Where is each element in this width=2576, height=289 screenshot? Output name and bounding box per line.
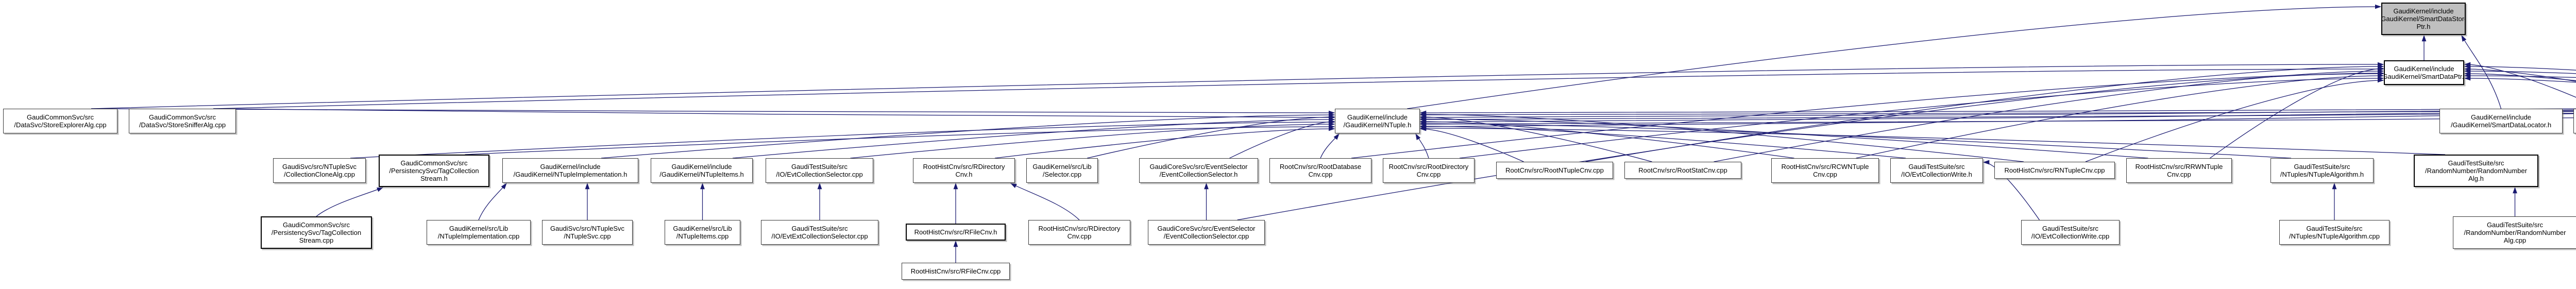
include-edge <box>2210 66 2384 159</box>
graph-node-ntuplealgorithm_cpp[interactable]: GaudiTestSuite/src /NTuples/NTupleAlgori… <box>2279 220 2389 245</box>
include-edge <box>1229 119 1335 159</box>
graph-node-ntuplealgorithm_h[interactable]: GaudiTestSuite/src /NTuples/NTupleAlgori… <box>2270 158 2374 183</box>
include-edge <box>91 62 2384 109</box>
include-edge <box>732 117 1335 159</box>
include-edge <box>1856 73 2384 159</box>
graph-node-root[interactable]: GaudiKernel/include /GaudiKernel/SmartDa… <box>2381 3 2466 35</box>
include-edge <box>2461 35 2502 109</box>
include-edge <box>601 112 1335 159</box>
include-edge <box>1419 121 2292 159</box>
include-edge <box>2464 62 2576 98</box>
graph-node-randomnumberalg_cpp[interactable]: GaudiTestSuite/src /RandomNumber/RandomN… <box>2453 216 2576 249</box>
graph-node-rcwntuplecnv[interactable]: RootHistCnv/src/RCWNTuple Cnv.cpp <box>1771 158 1879 183</box>
graph-node-evtcollectionwrite_cpp[interactable]: GaudiTestSuite/src /IO/EvtCollectionWrit… <box>2021 220 2120 245</box>
include-edge <box>1087 114 1335 159</box>
include-edge <box>1419 126 2446 155</box>
include-edge <box>1419 111 2576 125</box>
graph-node-rdirectorycnv_h[interactable]: RootHistCnv/src/RDirectory Cnv.h <box>913 158 1015 183</box>
include-edge <box>1320 133 1340 159</box>
include-edge <box>1419 114 1652 162</box>
include-edge <box>1010 183 1080 220</box>
graph-node-ntupleimplementation_cpp[interactable]: GaudiKernel/src/Lib /NTupleImplementatio… <box>427 220 531 245</box>
graph-node-storeexploreralg[interactable]: GaudiCommonSvc/src /DataSvc/StoreExplore… <box>3 109 117 133</box>
include-edge <box>850 122 1335 159</box>
graph-node-smartdataptr[interactable]: GaudiKernel/include /GaudiKernel/SmartDa… <box>2384 60 2464 85</box>
include-edge <box>2464 66 2576 82</box>
graph-node-rntuplecnv[interactable]: RootHistCnv/src/RNTupleCnv.cpp <box>1994 162 2115 179</box>
graph-node-evtextcollectionselector[interactable]: GaudiTestSuite/src /IO/EvtExtCollectionS… <box>761 220 878 245</box>
graph-node-selector_cpp[interactable]: GaudiKernel/src/Lib /Selector.cpp <box>1026 158 1098 183</box>
graph-node-rootstatcnv[interactable]: RootCnv/src/RootStatCnv.cpp <box>1624 162 1741 179</box>
include-edge <box>2464 73 2576 78</box>
graph-node-storesnifferalg[interactable]: GaudiCommonSvc/src /DataSvc/StoreSniffer… <box>129 109 236 133</box>
include-edge <box>213 66 2384 109</box>
include-edge <box>1982 160 2040 220</box>
include-edge <box>994 126 1335 159</box>
graph-node-ntuple[interactable]: GaudiKernel/include /GaudiKernel/NTuple.… <box>1335 109 1420 133</box>
graph-node-tagcollectionstream_cpp[interactable]: GaudiCommonSvc/src /PersistencySvc/TagCo… <box>261 216 372 249</box>
include-edge <box>1351 71 2384 159</box>
graph-node-collectionclonealg[interactable]: GaudiSvc/src/NTupleSvc /CollectionCloneA… <box>273 158 366 183</box>
graph-node-randomnumberalg_h[interactable]: GaudiTestSuite/src /RandomNumber/RandomN… <box>2414 155 2538 187</box>
include-edge <box>316 187 384 217</box>
include-edge <box>478 183 507 220</box>
graph-node-tagcollectionstream_h[interactable]: GaudiCommonSvc/src /PersistencySvc/TagCo… <box>379 155 489 187</box>
graph-node-smartdatalocator[interactable]: GaudiKernel/include /GaudiKernel/SmartDa… <box>2439 109 2563 133</box>
include-edge <box>1419 119 1794 159</box>
include-edge <box>2464 69 2576 74</box>
graph-node-rrwntuplecnv[interactable]: RootHistCnv/src/RRWNTuple Cnv.cpp <box>2126 158 2232 183</box>
include-edge <box>1459 76 2384 159</box>
include-edge <box>465 124 1335 155</box>
graph-node-histoalgorithm[interactable]: GaudiTestSuite/src /Histograms/HistoAlgo… <box>2573 109 2576 133</box>
include-edge <box>1419 126 1524 162</box>
graph-node-ntuplesvc_cpp[interactable]: GaudiSvc/src/NTupleSvc /NTupleSvc.cpp <box>542 220 633 245</box>
include-edge <box>2464 64 2576 71</box>
include-edge <box>2464 71 2576 81</box>
graph-node-ntupleitems_h[interactable]: GaudiKernel/include /GaudiKernel/NTupleI… <box>651 158 753 183</box>
include-edge <box>1237 71 2384 220</box>
include-edge <box>1407 4 2382 109</box>
graph-node-rfilecnv_cpp[interactable]: RootHistCnv/src/RFileCnv.cpp <box>902 263 1010 280</box>
graph-node-ntupleimplementation_h[interactable]: GaudiKernel/include /GaudiKernel/NTupleI… <box>502 158 638 183</box>
graph-node-evtcollectionwrite_h[interactable]: GaudiTestSuite/src /IO/EvtCollectionWrit… <box>1890 158 1983 183</box>
include-edge <box>2464 76 2576 83</box>
include-edge <box>1419 112 2024 162</box>
graph-node-eventcollectionselector_cpp[interactable]: GaudiCoreSvc/src/EventSelector /EventCol… <box>1148 220 1265 245</box>
graph-node-rootntuplecnv[interactable]: RootCnv/src/RootNTupleCnv.cpp <box>1496 162 1613 179</box>
graph-node-rdirectorycnv_cpp[interactable]: RootHistCnv/src/RDirectory Cnv.cpp <box>1028 220 1130 245</box>
graph-node-rootdirectorycnv[interactable]: RootCnv/src/RootDirectory Cnv.cpp <box>1383 158 1475 183</box>
graph-node-rootdatabasecnv[interactable]: RootCnv/src/RootDatabase Cnv.cpp <box>1269 158 1371 183</box>
graph-node-eventcollectionselector_h[interactable]: GaudiCoreSvc/src/EventSelector /EventCol… <box>1139 158 1258 183</box>
graph-node-rfilecnv_h[interactable]: RootHistCnv/src/RFileCnv.h <box>906 224 1006 241</box>
graph-node-ntupleitems_cpp[interactable]: GaudiKernel/src/Lib /NTupleItems.cpp <box>665 220 740 245</box>
include-edge <box>1415 133 1429 159</box>
include-edge <box>350 120 1335 159</box>
include-edge <box>1714 69 2384 162</box>
graph-node-evtcollectionselector_cpp[interactable]: GaudiTestSuite/src /IO/EvtCollectionSele… <box>766 158 873 183</box>
include-edge <box>1419 124 1906 159</box>
include-edge <box>91 108 1335 115</box>
